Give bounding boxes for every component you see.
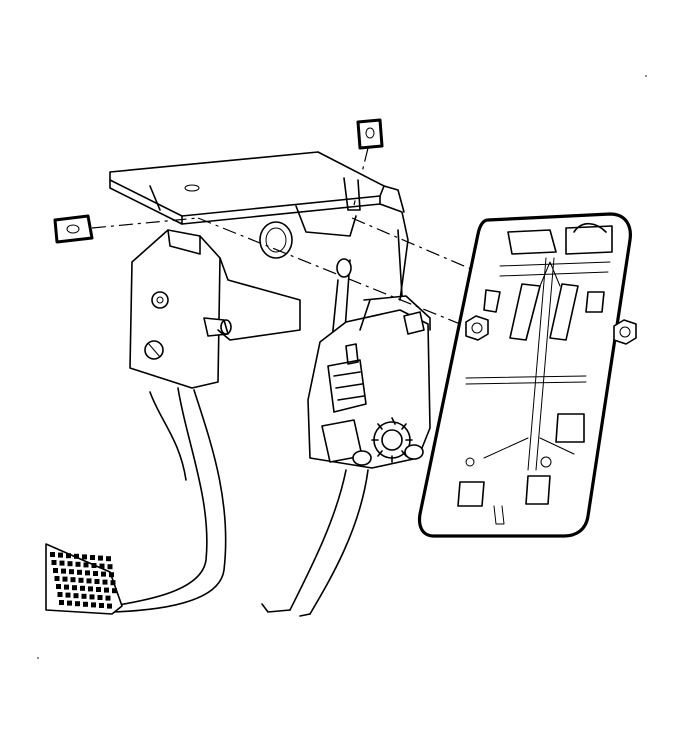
pad-knurl-cell [104, 587, 109, 593]
accelerator-pedal-module [261, 258, 431, 617]
pad-knurl-cell [62, 576, 68, 582]
electrical-connector [327, 343, 367, 413]
pad-knurl-cell [110, 580, 116, 586]
pad-knurl-cell [106, 556, 111, 562]
pad-knurl-cell [51, 560, 57, 565]
mounting-nut-left [465, 315, 489, 341]
pad-knurl-cell [96, 587, 101, 592]
pad-knurl-cell [94, 579, 100, 584]
brake-pedal-arm [45, 387, 227, 615]
pad-knurl-cell [65, 592, 71, 598]
pad-knurl-cell [105, 595, 111, 601]
pad-knurl-cell [70, 577, 76, 583]
pad-knurl-cell [54, 576, 60, 581]
pad-knurl-cell [93, 571, 98, 576]
pad-knurl-cell [83, 601, 88, 607]
pad-knurl-cell [59, 600, 64, 605]
speck [645, 75, 647, 77]
pad-knurl-cell [107, 564, 113, 570]
pad-knurl-cell [77, 569, 82, 575]
pad-knurl-cell [91, 563, 97, 568]
pad-knurl-cell [69, 569, 74, 575]
pad-knurl-cell [56, 584, 61, 589]
pad-knurl-cell [75, 601, 80, 607]
pad-knurl-cell [112, 588, 117, 594]
pad-knurl-cell [90, 555, 95, 560]
pad-knurl-cell [83, 562, 89, 568]
pad-knurl-cell [59, 560, 65, 566]
pad-knurl-cell [99, 563, 105, 569]
pad-knurl-cell [78, 577, 84, 583]
pad-knurl-cell [89, 594, 95, 600]
pad-knurl-cell [57, 592, 63, 597]
pad-knurl-cell [74, 553, 79, 559]
pad-knurl-cell [109, 572, 114, 578]
pad-knurl-cell [64, 584, 69, 590]
pad-knurl-cell [53, 568, 58, 573]
pad-knurl-cell [66, 553, 71, 559]
pedal-bracket [109, 151, 409, 389]
mounting-plate [417, 212, 637, 538]
pad-knurl-cell [72, 585, 77, 591]
retainer-clip-left [53, 214, 94, 244]
mounting-nut-right [613, 319, 637, 345]
pad-knurl-cell [61, 568, 66, 574]
pad-knurl-cell [97, 595, 103, 600]
pad-knurl-cell [85, 570, 90, 576]
pad-knurl-cell [86, 578, 92, 584]
speck [37, 657, 39, 659]
pad-knurl-cell [102, 579, 108, 585]
pad-knurl-cell [99, 603, 104, 608]
pad-knurl-cell [81, 593, 87, 599]
pad-knurl-cell [82, 554, 87, 560]
pad-knurl-cell [58, 552, 63, 558]
pedal-pad [45, 543, 123, 615]
pad-knurl-cell [75, 561, 81, 567]
pad-knurl-cell [80, 585, 85, 591]
pad-knurl-cell [98, 555, 103, 561]
pad-knurl-cell [88, 586, 93, 592]
pad-knurl-cell [50, 552, 55, 557]
pad-knurl-cell [107, 603, 112, 609]
pad-knurl-cell [67, 600, 72, 606]
retainer-clip-top [356, 118, 384, 150]
pad-knurl-cell [101, 571, 106, 577]
pad-knurl-cell [67, 561, 73, 567]
pad-knurl-cell [73, 593, 79, 599]
pad-knurl-cell [91, 602, 96, 608]
sensor-gear [371, 417, 413, 463]
